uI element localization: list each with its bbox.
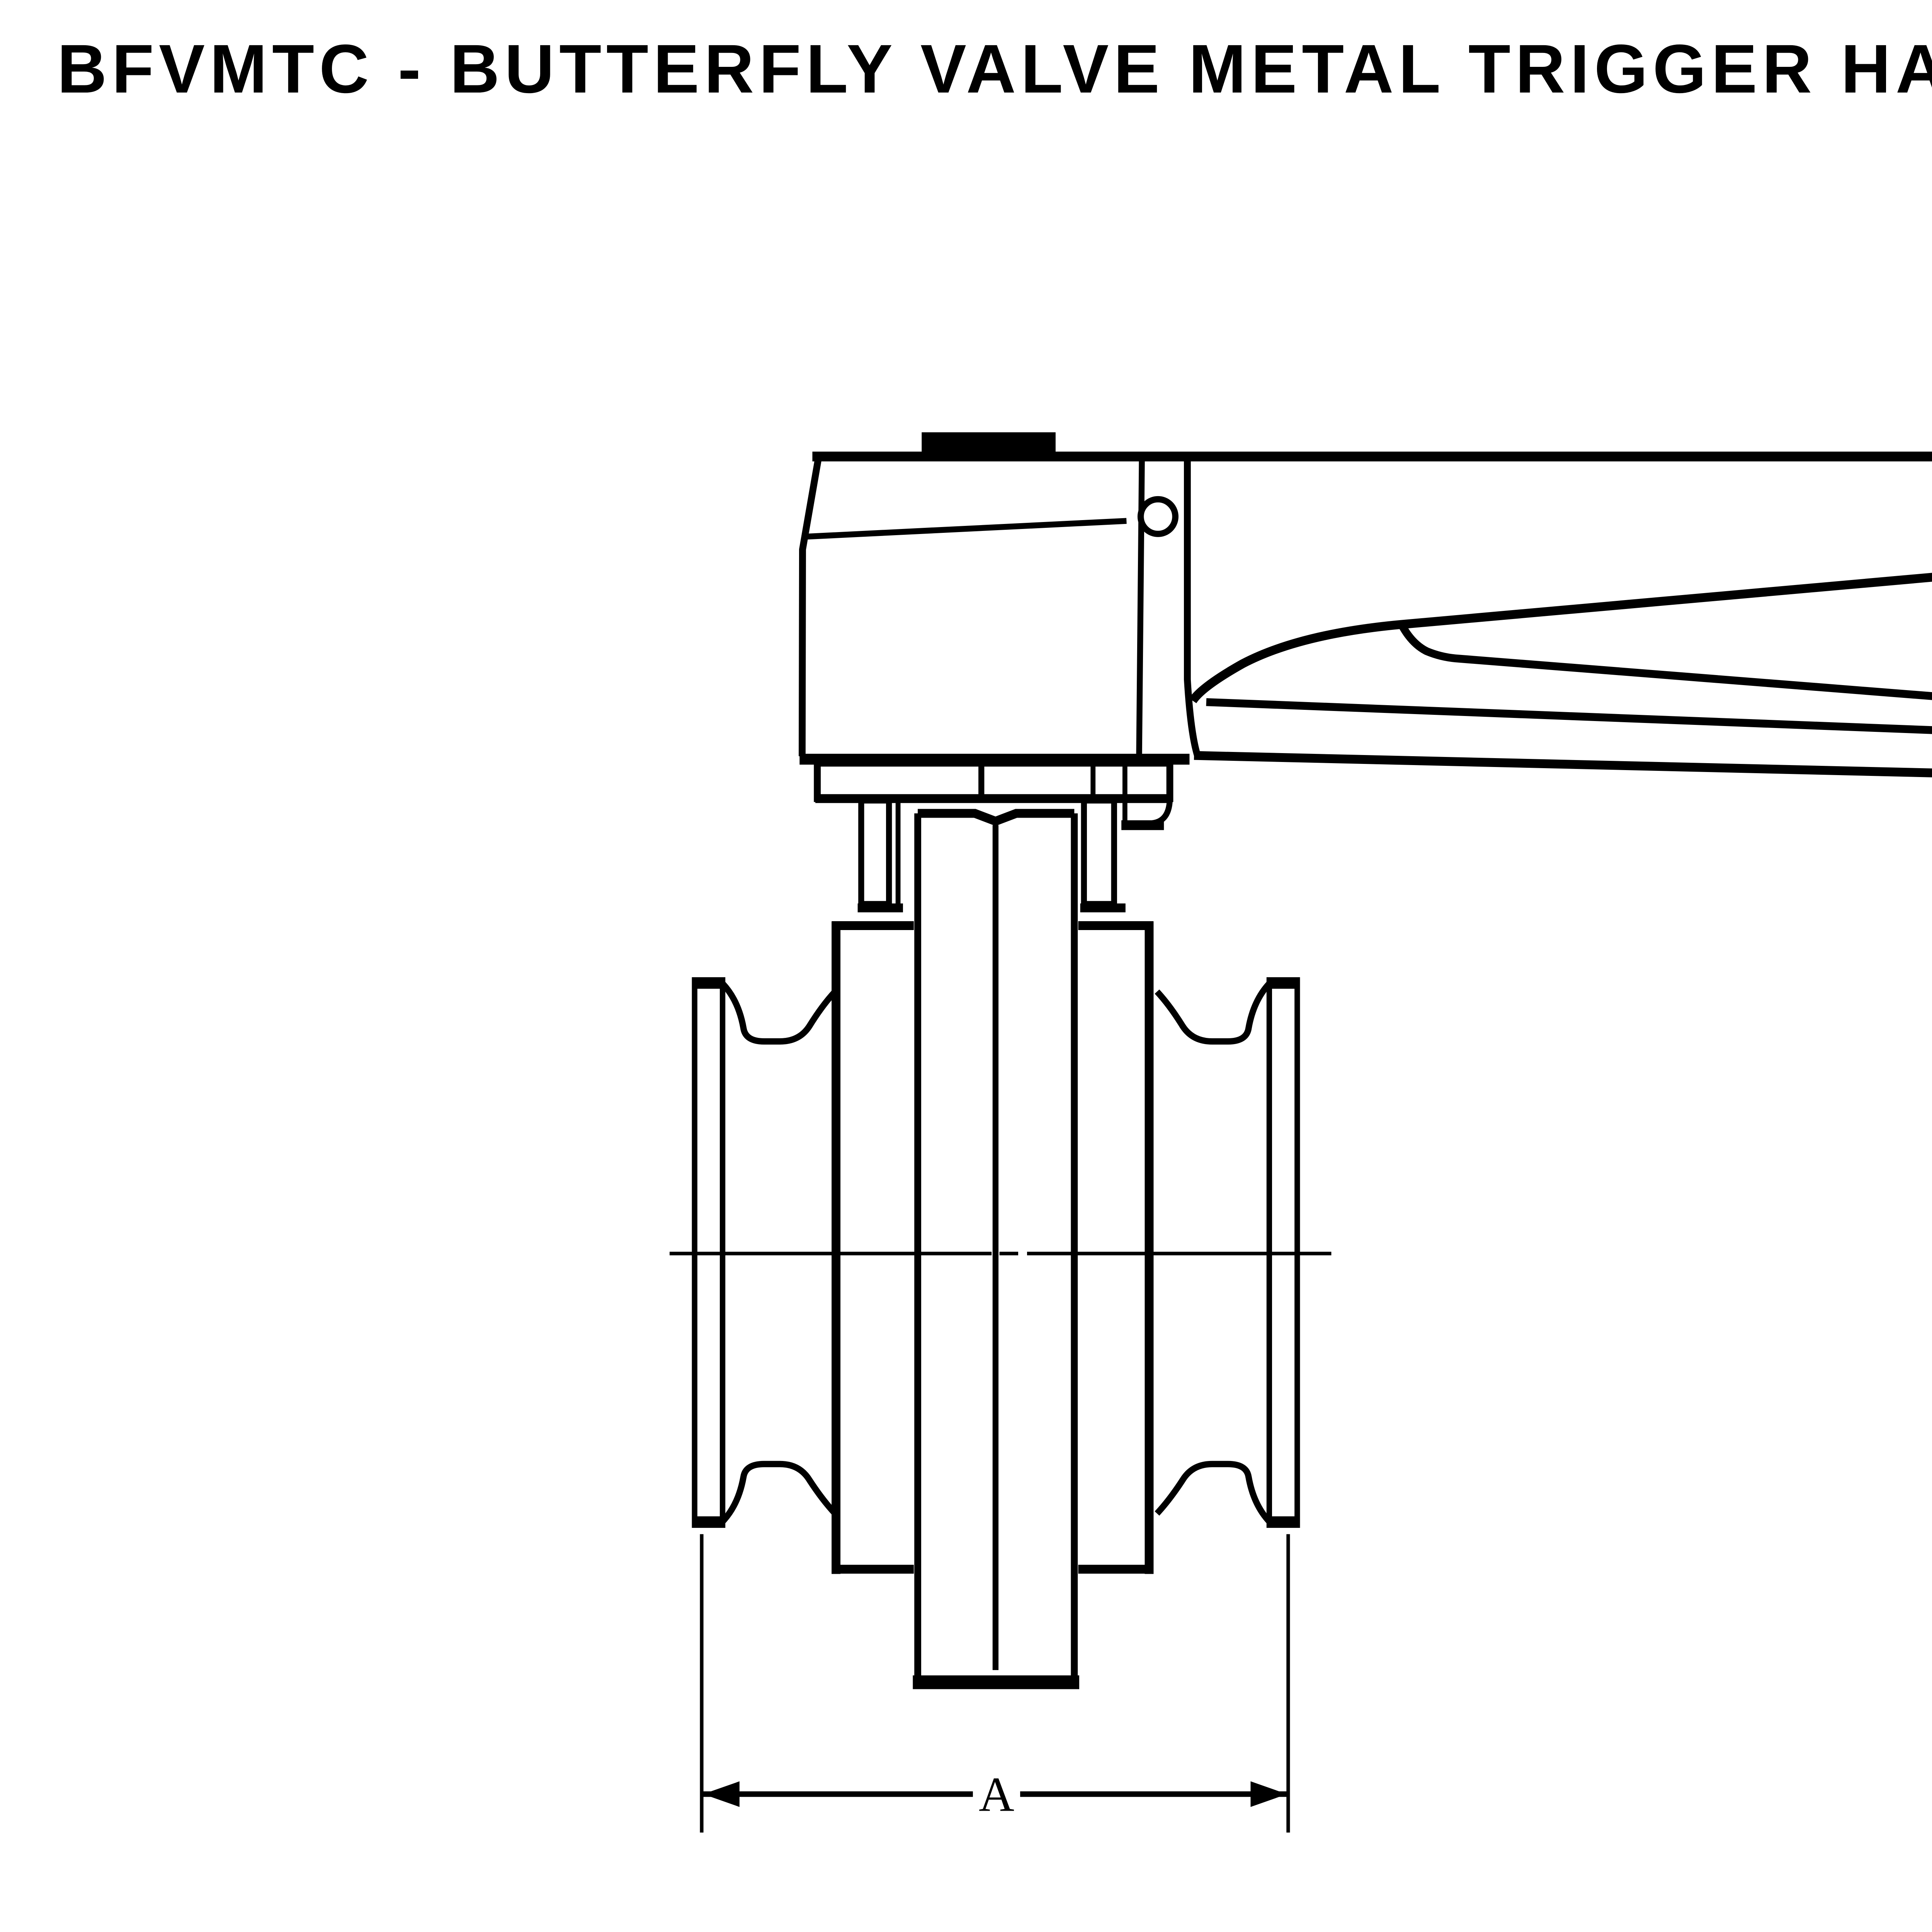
stem-tab-right <box>1081 798 1117 907</box>
dimension-annotation: A <box>700 1534 1290 1833</box>
dimension-label: A <box>979 1767 1014 1822</box>
stem-assembly <box>814 760 1173 913</box>
pivot-hole <box>1137 496 1179 537</box>
butterfly-disc <box>913 809 1080 1689</box>
disc-top-edge <box>918 809 1075 826</box>
ferrule-neck-left-top <box>720 981 838 1045</box>
dimension-arrow-left <box>703 1781 740 1807</box>
page-title: BFVMTC - BUTTERFLY VALVE METAL TRIGGER H… <box>57 31 1932 109</box>
head-left-edge <box>799 458 822 757</box>
head-right-edge <box>1184 461 1201 757</box>
head-diagonal-line <box>805 518 1127 540</box>
dimension-arrow-right <box>1250 1781 1287 1807</box>
trigger-middle-edge <box>1206 698 1932 734</box>
ferrule-neck-left-bottom <box>720 1461 838 1524</box>
stem-tab-left <box>858 798 892 907</box>
ferrule-neck-right-bottom <box>1155 1461 1272 1524</box>
actuator-head <box>799 432 1201 765</box>
handle-underside <box>1189 573 1932 704</box>
valve-body <box>832 921 1154 1574</box>
handle-assembly <box>812 451 1932 777</box>
mounting-bar <box>814 760 1173 802</box>
trigger-top-edge <box>1398 623 1932 700</box>
ferrule-neck-right-top <box>1155 981 1272 1045</box>
trigger-bottom-edge <box>1194 751 1932 777</box>
